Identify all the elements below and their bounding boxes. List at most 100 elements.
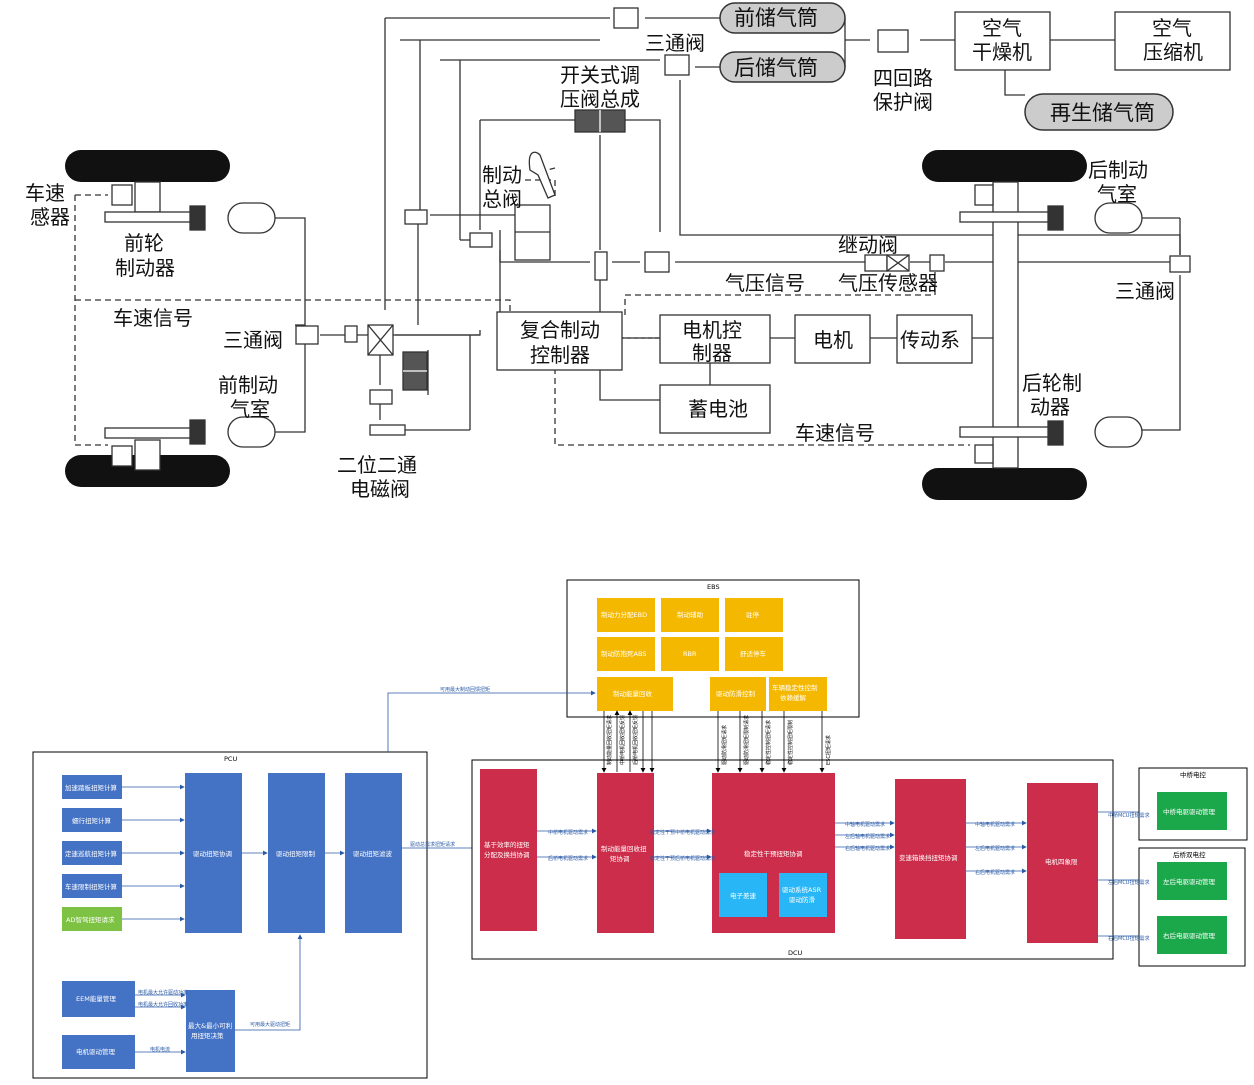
label-relay-valve: 继动阀 — [838, 234, 898, 257]
pcu-arrow-label-current: 电机电流 — [150, 1046, 170, 1053]
dcu-block-efficiency-1: 基于效率的扭矩 — [484, 840, 530, 849]
dcu-block-4quad: 电机四象限 — [1045, 857, 1078, 866]
rear-axle — [959, 181, 1143, 469]
label-speed-sensor-1: 车速 — [25, 182, 65, 205]
pcu-eem: EEM能量管理 — [76, 994, 116, 1003]
label-air-dryer-2: 干燥机 — [972, 41, 1032, 64]
dcu-link-label-pcu: 驱动总需求扭矩请求 — [410, 841, 455, 848]
pcu-input-creep: 蠕行扭矩计算 — [72, 816, 112, 825]
pcu-top-link-label: 可用最大制动回馈扭矩 — [440, 686, 490, 693]
label-front-chamber-2: 气室 — [230, 398, 270, 421]
ebs-block-regen: 制动能量回收 — [613, 689, 653, 698]
vert-label-0: 制动能量回收扭矩请求 — [606, 715, 613, 765]
component-boxes — [344, 11, 1231, 436]
brake-pedal-icon — [528, 151, 556, 199]
pcu-stage-coord: 驱动扭矩协调 — [193, 849, 232, 858]
ebs-group: EBS 制动力分配EBD 制动辅助 驻停 制动防抱死ABS RBR 舒适停车 制… — [566, 579, 860, 718]
ebs-block-brake-assist: 制动辅助 — [677, 610, 704, 619]
dcu-label-d1: 左后电机驱动需求 — [975, 845, 1015, 852]
label-four-circuit-1: 四回路 — [873, 67, 933, 90]
ebs-block-esc-2: 依赖缓解 — [780, 693, 807, 702]
ebs-block-ebd: 制动力分配EBD — [601, 610, 647, 619]
label-rear-brake-2: 动器 — [1030, 396, 1070, 419]
pcu-motor-mgmt: 电机驱动管理 — [76, 1047, 116, 1056]
label-three-way-valve-top: 三通阀 — [645, 32, 705, 55]
pcu-input-cruise: 定速巡航扭矩计算 — [65, 849, 118, 858]
rear-axle-group: 后桥双电控 左后电驱驱动管理 右后电驱驱动管理 左后MCU扭矩需求 右后MCU扭… — [1108, 847, 1246, 967]
label-drivetrain: 传动系 — [900, 329, 960, 352]
label-switch-valve-2: 压阀总成 — [560, 88, 640, 111]
label-front-chamber-1: 前制动 — [218, 374, 278, 397]
label-solenoid-1: 二位二通 — [337, 454, 417, 477]
tanks — [719, 2, 1174, 131]
vert-label-2: 后桥电机回收扭矩反馈 — [632, 715, 639, 765]
dcu-block-stability: 稳定性干预扭矩协调 — [744, 849, 803, 858]
dcu-label-c2: 右后轴电机驱动需求 — [845, 845, 890, 852]
dcu-sub-asr-2: 驱动防滑 — [789, 895, 816, 904]
label-battery: 蓄电池 — [688, 398, 748, 421]
label-air-compressor-1: 空气 — [1152, 17, 1192, 40]
pcu-group: PCU 加速踏板扭矩计算 蠕行扭矩计算 定速巡航扭矩计算 车速限制扭矩计算 AD… — [32, 686, 596, 1079]
dcu-block-gearshift: 变速箱换挡扭矩协调 — [899, 853, 958, 862]
dcu-sub-ediff: 电子差速 — [730, 891, 757, 900]
dcu-label-d2: 右后电机驱动需求 — [975, 869, 1015, 876]
dcu-sub-asr-1: 驱动系统ASR — [782, 885, 822, 894]
label-speed-sensor-2: 感器 — [30, 206, 70, 229]
dcu-block-efficiency-2: 分配及换挡协调 — [484, 850, 530, 859]
label-rear-brake-1: 后轮制 — [1022, 372, 1082, 395]
mid-axle-block: 中桥电驱驱动管理 — [1163, 807, 1216, 816]
label-brake-master-1: 制动 — [482, 164, 522, 187]
pcu-stage-filter: 驱动扭矩滤波 — [353, 849, 393, 858]
label-composite-ctrl-2: 控制器 — [530, 344, 590, 367]
label-rear-chamber-2: 气室 — [1097, 183, 1137, 206]
label-solenoid-2: 电磁阀 — [350, 478, 410, 501]
dcu-block-regen-2: 矩协调 — [610, 854, 630, 863]
label-pressure-signal: 气压信号 — [725, 272, 805, 295]
dashed-signal-lines — [74, 167, 970, 446]
mid-axle-in-label: 中桥MCU扭矩需求 — [1108, 812, 1149, 819]
label-composite-ctrl-1: 复合制动 — [520, 319, 600, 342]
rear-axle-in-label-right: 右后MCU扭矩需求 — [1108, 935, 1149, 942]
vert-label-1: 中桥电机回收扭矩反馈 — [619, 715, 626, 765]
rear-axle-block-right: 右后电驱驱动管理 — [1163, 931, 1216, 940]
label-four-circuit-2: 保护阀 — [873, 91, 933, 114]
label-speed-signal-left: 车速信号 — [113, 307, 193, 330]
vert-label-4: 驱动防滑扭矩限制请求 — [743, 715, 750, 765]
pcu-arrow-label-drive: 电机最大允许驱动功率 — [138, 989, 188, 996]
ebs-block-hold: 驻停 — [746, 610, 760, 619]
label-air-compressor-2: 压缩机 — [1143, 41, 1203, 64]
pcu-stage-limit: 驱动扭矩限制 — [276, 849, 316, 858]
mid-axle-group: 中桥电控 中桥电驱驱动管理 中桥MCU扭矩需求 — [1108, 767, 1248, 841]
ebs-block-asr: 驱动防滑控制 — [716, 689, 756, 698]
pcu-decision-1: 最大&最小可利 — [188, 1021, 232, 1030]
dcu-group: DCU 基于效率的扭矩 分配及换挡协调 制动能量回收扭 矩协调 稳定性干预扭矩协… — [471, 710, 1156, 960]
dcu-block-regen-1: 制动能量回收扭 — [601, 844, 647, 853]
dcu-label-b1: 稳定性干预后桥电机驱动需求 — [650, 855, 715, 862]
label-front-brake-1: 前轮 — [124, 232, 164, 255]
dcu-title: DCU — [788, 949, 803, 957]
label-motor: 电机 — [813, 329, 853, 352]
label-air-dryer-1: 空气 — [982, 17, 1022, 40]
label-rear-tank: 后储气筒 — [734, 56, 818, 80]
vertical-signal-labels: 制动能量回收扭矩请求 中桥电机回收扭矩反馈 后桥电机回收扭矩反馈 驱动防滑扭矩请… — [606, 715, 832, 765]
dcu-label-b0: 稳定性干预中桥电机驱动需求 — [650, 829, 715, 836]
label-speed-signal-right: 车速信号 — [795, 422, 875, 445]
ebs-block-esc-1: 车辆稳定性控制 — [772, 683, 818, 692]
ebs-block-rbr: RBR — [683, 650, 697, 658]
label-motor-ctrl-1: 电机控 — [682, 319, 742, 342]
front-axle — [104, 181, 276, 471]
pcu-arrow-label-regen: 电机最大允许回收功率 — [138, 1001, 188, 1008]
vert-label-6: 稳定性控制扭矩限制 — [787, 720, 794, 765]
vert-label-7: ESC扭矩请求 — [825, 735, 832, 765]
top-labels: 前储气筒 后储气筒 三通阀 空气 干燥机 空气 压缩机 四回路 保护阀 再生储气… — [25, 6, 1203, 501]
dcu-label-c0: 中轴电机驱动需求 — [845, 821, 885, 828]
ebs-block-comfort-stop: 舒适停车 — [740, 649, 767, 658]
vert-label-5: 稳定性控制扭矩请求 — [765, 720, 772, 765]
dcu-label-c1: 左后轴电机驱动需求 — [845, 833, 890, 840]
rear-axle-title: 后桥双电控 — [1173, 850, 1206, 859]
pcu-arrow-label-maxtorque: 可用最大驱动扭矩 — [250, 1021, 290, 1028]
label-brake-master-2: 总阀 — [482, 188, 522, 211]
rear-axle-block-left: 左后电驱驱动管理 — [1163, 877, 1216, 886]
label-three-way-valve-left: 三通阀 — [223, 329, 283, 352]
